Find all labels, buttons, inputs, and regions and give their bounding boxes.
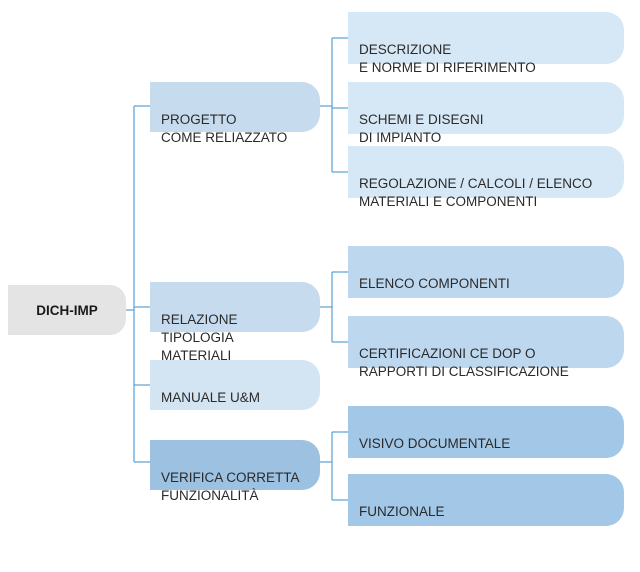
branch-label: RELAZIONE TIPOLOGIA MATERIALI (161, 312, 238, 363)
root-node: DICH-IMP (8, 285, 126, 335)
leaf-label: REGOLAZIONE / CALCOLI / ELENCO MATERIALI… (359, 176, 593, 209)
leaf-descrizione: DESCRIZIONE E NORME DI RIFERIMENTO (348, 12, 624, 75)
leaf-label: FUNZIONALE (359, 504, 445, 519)
leaf-regolazione: REGOLAZIONE / CALCOLI / ELENCO MATERIALI… (348, 146, 624, 209)
root-label: DICH-IMP (36, 302, 98, 318)
branch-verifica: VERIFICA CORRETTA FUNZIONALITÀ (150, 440, 320, 503)
branch-label: MANUALE U&M (161, 390, 261, 405)
leaf-label: SCHEMI E DISEGNI DI IMPIANTO (359, 112, 484, 145)
leaf-certificazioni: CERTIFICAZIONI CE DOP O RAPPORTI DI CLAS… (348, 316, 624, 379)
leaf-schemi: SCHEMI E DISEGNI DI IMPIANTO (348, 82, 624, 145)
branch-progetto: PROGETTO COME RELIAZZATO (150, 82, 320, 145)
branch-manuale: MANUALE U&M (150, 360, 320, 410)
leaf-label: VISIVO DOCUMENTALE (359, 436, 511, 451)
leaf-visivo: VISIVO DOCUMENTALE (348, 406, 624, 458)
leaf-label: CERTIFICAZIONI CE DOP O RAPPORTI DI CLAS… (359, 346, 569, 379)
leaf-elenco-componenti: ELENCO COMPONENTI (348, 246, 624, 298)
leaf-label: DESCRIZIONE E NORME DI RIFERIMENTO (359, 42, 536, 75)
branch-label: VERIFICA CORRETTA FUNZIONALITÀ (161, 470, 300, 503)
leaf-label: ELENCO COMPONENTI (359, 276, 510, 291)
leaf-funzionale: FUNZIONALE (348, 474, 624, 526)
branch-label: PROGETTO COME RELIAZZATO (161, 112, 288, 145)
branch-relazione: RELAZIONE TIPOLOGIA MATERIALI (150, 282, 320, 363)
